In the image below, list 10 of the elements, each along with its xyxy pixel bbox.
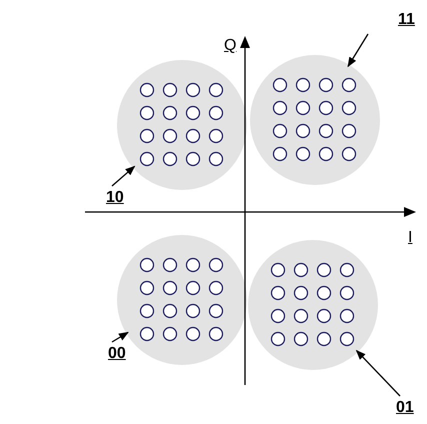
symbol-label: 00 [108,346,126,362]
axis-label: Q [224,38,236,54]
leader-arrow [348,34,369,68]
leader-arrow [356,350,400,396]
symbol-label: 01 [396,400,414,416]
symbol-label: 11 [398,12,415,28]
leader-arrow [112,332,129,343]
symbol-label: 10 [106,190,124,206]
leader-arrow [112,166,136,186]
axis-label: I [408,230,412,246]
